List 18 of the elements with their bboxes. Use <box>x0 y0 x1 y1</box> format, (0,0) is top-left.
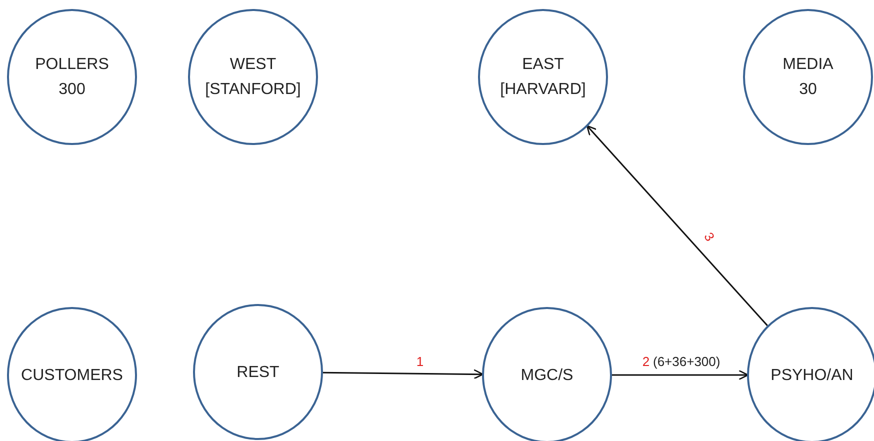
node-text: 300 <box>58 80 86 100</box>
node-text: PSYHO/AN <box>770 366 854 386</box>
node-text: EAST <box>522 55 564 75</box>
node-text: MGC/S <box>520 366 574 386</box>
node-text: WEST <box>230 55 276 75</box>
note-text: (6+36+300) <box>652 355 722 369</box>
node-text: REST <box>236 362 280 382</box>
arrow <box>586 125 768 326</box>
node-text: POLLERS <box>35 55 109 75</box>
node-text: MEDIA <box>782 55 834 75</box>
arrow <box>612 370 749 380</box>
node-text: 30 <box>799 80 817 100</box>
edge-label: 2 <box>641 355 651 369</box>
arrow <box>322 369 484 380</box>
node-text: [HARVARD] <box>500 80 586 100</box>
edge-label: 1 <box>415 355 425 369</box>
node-text: CUSTOMERS <box>21 366 123 386</box>
node-text: [STANFORD] <box>205 80 301 100</box>
